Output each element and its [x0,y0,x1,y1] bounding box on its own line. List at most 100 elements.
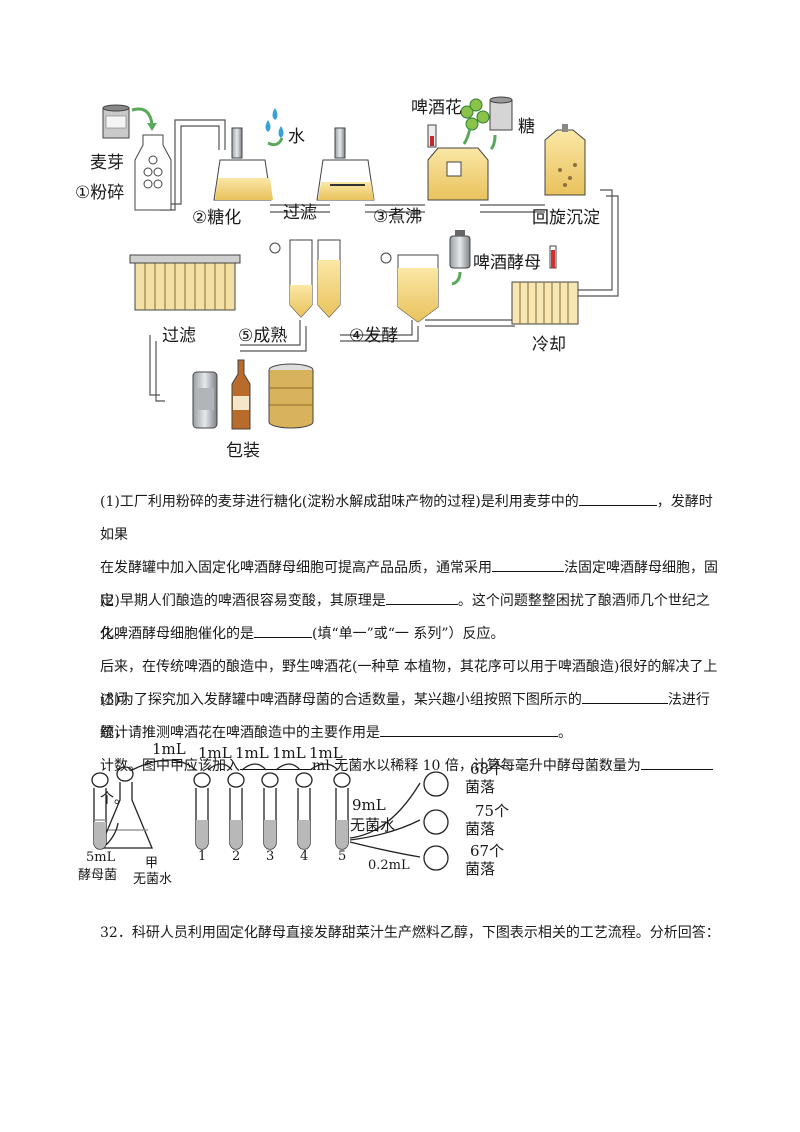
dilution-graphics [91,759,449,871]
q3-text-a: (3)为了探究加入发酵罐中啤酒酵母菌的合适数量，某兴趣小组按照下图所示的 [100,692,582,708]
petri-dish-icon [423,845,449,871]
label-yeast: 啤酒酵母 [473,253,541,273]
q32-text: 32．科研人员利用固定化酵母直接发酵甜菜汁生产燃料乙醇，下图表示相关的工艺流程。… [100,925,720,941]
transfer-arrow [207,763,233,771]
start-volume-label: 5mL [86,850,116,865]
can-icon [192,371,218,429]
added-volume-label: 9mL [352,796,386,814]
flask-content-label: 无菌水 [133,872,173,887]
added-content-label: 无菌水 [350,816,396,834]
plating-volume-label: 0.2mL [368,858,410,873]
yeast-bottle-icon [449,230,471,286]
question-1: (1)工厂利用粉碎的麦芽进行糖化(淀粉水解成甜味产物的过程)是利用麦芽中的，发酵… [100,486,720,651]
plating-arrow [349,819,421,841]
q1-text-c: 在发酵罐中加入固定化啤酒酵母细胞可提高产品品质，通常采用 [100,560,492,576]
tube-number: 3 [266,849,275,864]
answer-blank [492,557,564,572]
tube-number: 5 [338,849,347,864]
q1-line-3: 化啤酒酵母细胞催化的是 (填“单一”或“一 系列”）反应。 [100,618,720,651]
label-sugar: 糖 [518,117,535,137]
q2-text-d: 题，请推测啤酒花在啤酒酿造中的主要作用是 [100,725,380,741]
q3-line-1: (3)为了探究加入发酵罐中啤酒酵母菌的合适数量，某兴趣小组按照下图所示的法进行统… [100,684,720,750]
transfer-arrow [309,763,339,771]
start-name-label: 酵母菌 [78,868,118,883]
saccharification-tank-icon [213,127,273,201]
whirlpool-tank-icon [544,124,586,196]
colony-count: 67个 [470,842,505,860]
label-crush: ①粉碎 [75,183,125,203]
keg-icon [268,363,314,429]
answer-blank [640,755,713,770]
label-water: 水 [288,127,305,147]
transfer-label: 1mL [309,744,343,762]
transfer-arrow [275,763,301,771]
q3-text-b: 法进行统计 [100,692,710,741]
petri-dish-icon [423,809,449,835]
thermometer-icon [549,245,557,269]
transfer-arrow [131,759,197,771]
q2-text-e: 。 [558,725,572,741]
q1-text-e: 化啤酒酵母细胞催化的是 [100,626,254,642]
bottle-icon [231,359,251,430]
label-package: 包装 [226,441,260,461]
tube-number: 4 [300,849,309,864]
plating-arrow [349,782,421,839]
tube-number: 1 [198,849,207,864]
tube-number: 2 [232,849,241,864]
q3-line-2: 计数。图中甲应该加入 ml 无菌水以稀释 10 倍，计算每毫升中酵母菌数量为个。 [100,750,720,816]
colony-word: 菌落 [465,778,496,796]
colony-word: 菌落 [465,820,496,838]
colony-count: 75个 [475,802,510,820]
q1-text-d: 法固定啤酒酵母细胞，固定 [100,560,718,609]
fermentation-tank-icon [380,252,439,323]
label-hops: 啤酒花 [411,98,462,118]
label-cooling: 冷却 [532,335,566,355]
q2-line-1: (2)早期人们酿造的啤酒很容易变酸，其原理是。这个问题整整困扰了酿酒师几个世纪之… [100,585,720,651]
q1-text-b: ，发酵时如果 [100,494,713,543]
question-3: (3)为了探究加入发酵罐中啤酒酵母菌的合适数量，某兴趣小组按照下图所示的法进行统… [100,684,720,816]
q2-text-b: 。这个问题整整困扰了酿酒师几个世纪之久。 [100,593,710,642]
water-drops-icon [265,108,284,147]
question-32: 32．科研人员利用固定化酵母直接发酵甜菜汁生产燃料乙醇，下图表示相关的工艺流程。… [100,917,740,950]
label-filter-1: 过滤 [283,203,317,223]
q2-text-c: 后来，在传统啤酒的酿造中，野生啤酒花(一种草 本植物，其花序可以用于啤酒酿造)很… [100,659,718,708]
label-filter-2: 过滤 [162,326,196,346]
question-2: (2)早期人们酿造的啤酒很容易变酸，其原理是。这个问题整整困扰了酿酒师几个世纪之… [100,585,720,750]
boiling-kettle-icon [427,124,489,201]
colony-count: 68个 [470,760,505,778]
maturation-tanks-icon [269,239,341,318]
q2-line-2: 后来，在传统啤酒的酿造中，野生啤酒花(一种草 本植物，其花序可以用于啤酒酿造)很… [100,651,720,717]
transfer-first-label: 1mL [152,740,186,758]
q2-line-3: 题，请推测啤酒花在啤酒酿造中的主要作用是 。 [100,717,720,750]
transfer-arrow [241,763,267,771]
transfer-label: 1mL [272,744,306,762]
q3-text-d: ml 无菌水以稀释 10 倍，计算每毫升中酵母菌数量为 [312,758,641,774]
piping [149,119,619,402]
answer-blank [578,491,657,506]
q2-text-a: (2)早期人们酿造的啤酒很容易变酸，其原理是 [100,593,386,609]
petri-dish-icon [423,771,449,797]
malt-barley-bag-icon [102,104,157,139]
label-saccharify: ②糖化 [192,208,242,228]
q3-text-e: 个。 [100,791,128,807]
q3-text-c: 计数。图中甲应该加入 [100,758,240,774]
label-ferment: ④发酵 [349,326,399,346]
heat-exchanger-icon [511,281,579,325]
label-mature: ⑤成熟 [238,326,288,346]
answer-blank [385,590,458,605]
q1-text-f: (填“单一”或“一 系列”）反应。 [312,626,505,642]
colony-word: 菌落 [465,860,496,878]
label-boil: ③煮沸 [373,207,423,227]
flask-name-label: 甲 [145,856,159,871]
answer-blank [581,689,668,704]
q1-text-a: (1)工厂利用粉碎的麦芽进行糖化(淀粉水解成甜味产物的过程)是利用麦芽中的 [100,494,579,510]
lauter-tun-icon [316,127,375,201]
mill-icon [134,134,172,211]
transfer-label: 1mL [235,744,269,762]
label-whirlpool: 回旋沉淀 [532,208,600,228]
liquid-fills [94,820,348,849]
q1-line-1: (1)工厂利用粉碎的麦芽进行糖化(淀粉水解成甜味产物的过程)是利用麦芽中的，发酵… [100,486,720,552]
answer-blank [254,623,312,638]
plate-filter-icon [129,254,241,311]
transfer-label: 1mL [198,744,232,762]
